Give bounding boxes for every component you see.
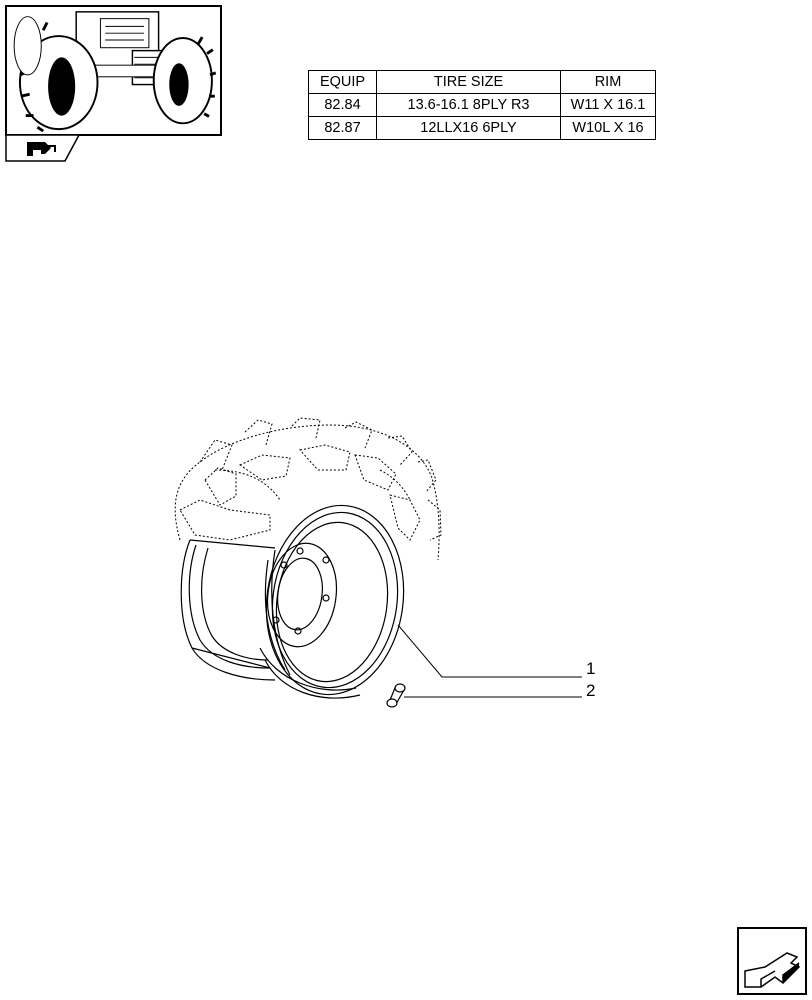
tractor-front-view-icon xyxy=(13,11,217,133)
table-row: 82.87 12LLX16 6PLY W10L X 16 xyxy=(308,116,656,140)
callout-leaders xyxy=(397,624,582,698)
header-rim: RIM xyxy=(560,70,656,94)
table-row: 82.84 13.6-16.1 8PLY R3 W11 X 16.1 xyxy=(308,93,656,117)
next-page-arrow-icon[interactable] xyxy=(737,927,807,995)
tire-specification-table: EQUIP TIRE SIZE RIM 82.84 13.6-16.1 8PLY… xyxy=(308,70,656,140)
cell-rim: W10L X 16 xyxy=(560,116,656,140)
section-nav-icon[interactable] xyxy=(5,134,80,162)
valve-stem xyxy=(386,683,406,708)
header-equip: EQUIP xyxy=(308,70,377,94)
tractor-thumbnail xyxy=(5,5,222,136)
table-header-row: EQUIP TIRE SIZE RIM xyxy=(308,70,656,94)
cell-equip: 82.87 xyxy=(308,116,377,140)
cell-tire-size: 13.6-16.1 8PLY R3 xyxy=(376,93,561,117)
callout-label-2: 2 xyxy=(586,681,596,700)
wheel-rim xyxy=(180,504,405,699)
wheel-assembly-drawing xyxy=(174,417,582,708)
header-tire-size: TIRE SIZE xyxy=(376,70,561,94)
tyre-outline xyxy=(174,417,442,561)
callout-label-1: 1 xyxy=(586,659,596,678)
cell-equip: 82.84 xyxy=(308,93,377,117)
cell-tire-size: 12LLX16 6PLY xyxy=(376,116,561,140)
cell-rim: W11 X 16.1 xyxy=(560,93,656,117)
